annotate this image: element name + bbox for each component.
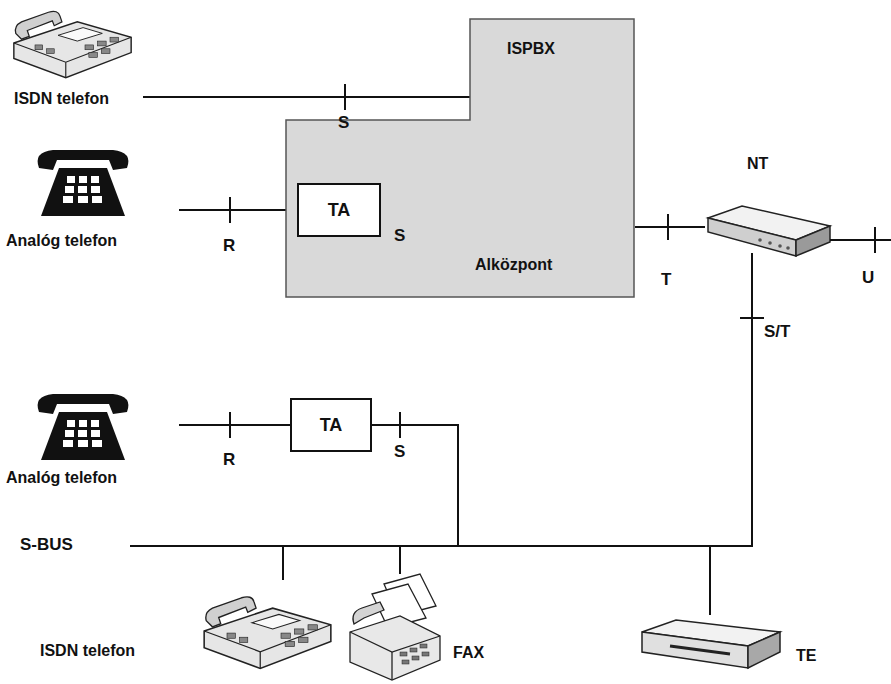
device-caption: FAX [453, 644, 484, 662]
interface-label: S [394, 226, 405, 246]
wire-connector [710, 253, 752, 615]
device-caption: ISDN telefon [14, 90, 109, 108]
wire-connector [635, 227, 705, 228]
wire-connector [179, 210, 297, 211]
region-label: ISPBX [507, 40, 555, 58]
box-label: TA [328, 200, 351, 221]
isdn-phone: ISDN telefon [38, 580, 338, 680]
interface-label: S [338, 113, 349, 133]
wire-connector [283, 253, 752, 580]
ta-box: TA [297, 183, 381, 237]
interface-label: S/T [764, 322, 790, 342]
wire-connector [143, 97, 470, 98]
wire-connector [400, 253, 752, 574]
interface-label: R [223, 236, 235, 256]
fax-device: FAX [345, 574, 488, 682]
box-label: TA [320, 415, 343, 436]
interface-label: T [661, 270, 671, 290]
ta-box: TA [290, 398, 372, 452]
region-outline [285, 18, 635, 298]
region-label: Alközpont [475, 256, 552, 274]
device-caption: ISDN telefon [40, 642, 135, 660]
wire-connector [179, 425, 290, 426]
pbx-region: ISPBX Alközpont TA [285, 18, 635, 298]
te-device: TE [638, 615, 828, 673]
device-caption: Analóg telefon [6, 469, 117, 487]
isdn-phone: ISDN telefon [8, 2, 143, 114]
interface-label: U [862, 268, 874, 288]
device-caption: Analóg telefon [6, 232, 117, 250]
analog-phone: Analóg telefon [4, 385, 179, 495]
analog-phone: Analóg telefon [4, 140, 179, 258]
nt-device: NT [705, 155, 833, 253]
interface-label: R [223, 450, 235, 470]
bus-label: S-BUS [20, 535, 73, 555]
device-caption: TE [796, 647, 816, 665]
interface-label: S [394, 442, 405, 462]
device-caption: NT [747, 155, 768, 173]
